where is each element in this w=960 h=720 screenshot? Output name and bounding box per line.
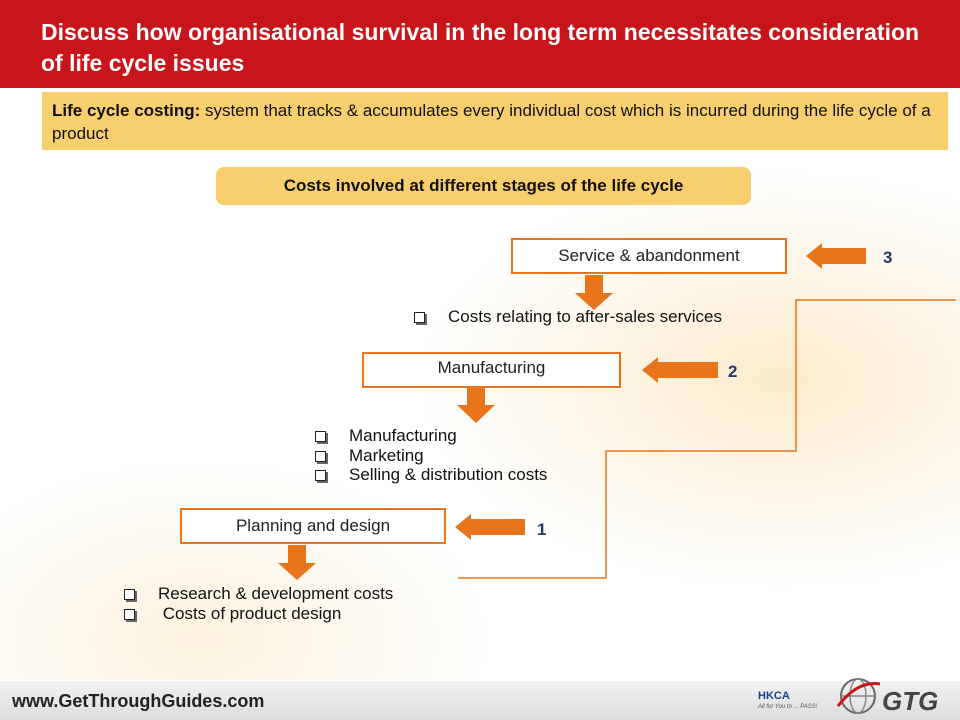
stage-number-2: 2 bbox=[728, 362, 738, 381]
list-item: Manufacturing bbox=[315, 426, 625, 446]
section-title: Costs involved at different stages of th… bbox=[216, 167, 751, 205]
gtg-logo-text: GTG bbox=[882, 686, 939, 716]
hkca-logo-tagline: All for You to ... PASS! bbox=[758, 704, 818, 710]
footer-url: www.GetThroughGuides.com bbox=[12, 691, 265, 711]
definition-text: Life cycle costing: system that tracks &… bbox=[52, 99, 942, 145]
stage-box-manufacturing: Manufacturing bbox=[362, 352, 621, 388]
list-item: Research & development costs bbox=[124, 584, 464, 604]
checkbox-bullet-icon bbox=[124, 608, 135, 620]
stage-label: Manufacturing bbox=[437, 358, 546, 377]
header-bar: Discuss how organisational survival in t… bbox=[0, 0, 960, 88]
definition-body: system that tracks & accumulates every i… bbox=[52, 101, 931, 143]
down-arrow-manufacturing bbox=[457, 388, 495, 423]
stage-label: Planning and design bbox=[235, 516, 391, 535]
checkbox-bullet-icon bbox=[315, 431, 326, 442]
slide-title: Discuss how organisational survival in t… bbox=[41, 19, 920, 76]
manufacturing-cost-list: Manufacturing Marketing Selling & distri… bbox=[315, 426, 625, 485]
hkca-logo: HKCA All for You to ... PASS! bbox=[758, 686, 822, 716]
stage-box-planning: Planning and design bbox=[180, 508, 446, 544]
checkbox-bullet-icon bbox=[315, 470, 326, 481]
stage-box-service: Service & abandonment bbox=[511, 238, 787, 274]
hkca-logo-text: HKCA bbox=[758, 690, 790, 702]
list-item: Selling & distribution costs bbox=[315, 465, 625, 485]
down-arrow-service bbox=[575, 275, 613, 310]
list-item: Marketing bbox=[315, 446, 625, 466]
footer-bar bbox=[0, 681, 960, 720]
checkbox-bullet-icon bbox=[124, 589, 135, 600]
list-item: Costs relating to after-sales services bbox=[414, 307, 734, 327]
left-arrow-1 bbox=[455, 514, 525, 540]
checkbox-bullet-icon bbox=[315, 450, 326, 462]
checkbox-bullet-icon bbox=[414, 312, 425, 323]
service-cost-list: Costs relating to after-sales services bbox=[414, 307, 734, 327]
stage-number-1: 1 bbox=[537, 520, 547, 539]
planning-cost-list: Research & development costs Costs of pr… bbox=[124, 584, 464, 623]
globe-icon bbox=[836, 678, 881, 714]
list-item: Costs of product design bbox=[124, 604, 464, 624]
staircase-line bbox=[458, 299, 956, 579]
definition-term: Life cycle costing: bbox=[52, 101, 201, 120]
stage-label: Service & abandonment bbox=[558, 246, 740, 265]
down-arrow-planning bbox=[278, 545, 316, 580]
left-arrow-3 bbox=[806, 243, 866, 269]
definition-box: Life cycle costing: system that tracks &… bbox=[42, 92, 948, 150]
left-arrow-2 bbox=[642, 357, 718, 383]
stage-number-3: 3 bbox=[883, 248, 893, 267]
